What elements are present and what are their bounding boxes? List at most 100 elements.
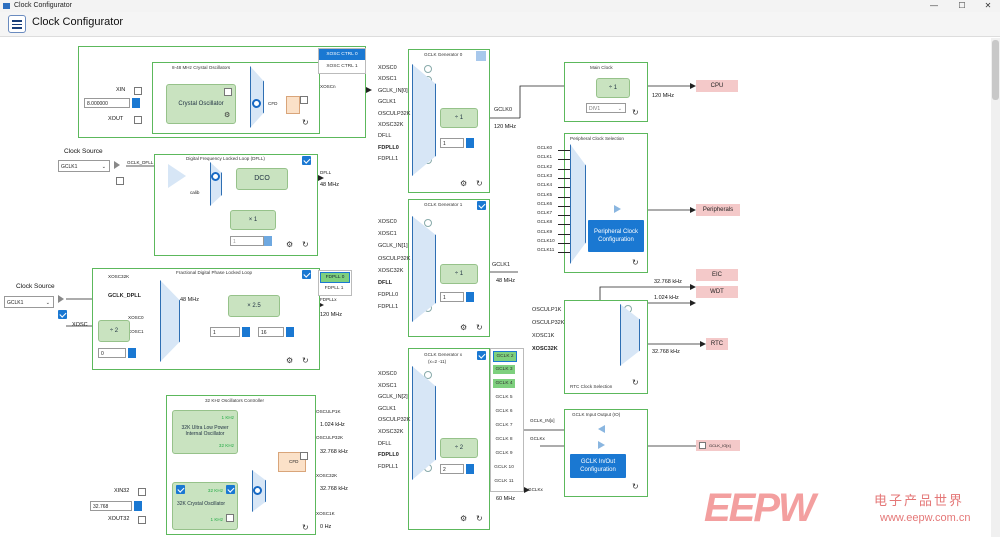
osc32-mux-select[interactable] [253,486,262,495]
gclk-io-pin-checkbox[interactable] [699,441,706,449]
ulp-1k-label: 1 KHz [221,415,234,420]
fdpll-div-spinner[interactable] [128,348,136,358]
periph-input-label: GCLK5 [537,191,553,197]
gclkx-list-item[interactable]: GCLK 3 [493,365,515,374]
gclk0-gear-icon[interactable]: ⚙ [460,179,468,188]
osc32-frequency-input[interactable]: 32.768 [90,501,132,511]
fdpll-xosc1-label: XOSC1 [128,329,144,334]
fdpll-0-tab[interactable]: FDPLL 0 [320,272,350,283]
gclk1-input-radio[interactable] [424,219,432,227]
gclkx-list-item[interactable]: GCLK 11 [494,479,514,484]
maximize-button[interactable]: ☐ [958,1,966,10]
cfd-switch[interactable] [286,96,300,114]
dfll-gear-icon[interactable]: ⚙ [286,240,294,249]
vertical-scrollbar[interactable] [991,38,1000,537]
gclk-io-out-label: GCLKx [530,436,545,441]
gclk1-enable-checkbox[interactable] [477,201,486,210]
gclk1-div-spinner[interactable] [466,292,474,302]
close-button[interactable]: ✕ [984,1,992,10]
gclk0-input-label: FDPLL1 [378,156,399,163]
gclkx-list-item[interactable]: GCLK 6 [495,409,513,414]
xosc-reset-icon[interactable]: ↻ [302,118,309,127]
fdpll-gear-icon[interactable]: ⚙ [286,356,294,365]
fdpll-div-input[interactable]: 0 [98,348,126,358]
fdpll-clock-source-select[interactable]: GCLK1⌄ [4,296,54,308]
fdpll-mult-frac-spinner[interactable] [286,327,294,337]
scrollbar-thumb[interactable] [992,40,999,100]
periph-input-line [558,150,570,151]
xosc32k-freq: 32.768 kHz [320,486,348,492]
osculp32k-freq: 32.768 kHz [320,449,348,455]
xout32-pin-checkbox[interactable] [138,516,146,524]
gclkx-input-radio[interactable] [424,371,432,379]
osc32-cfd-block[interactable]: CFD [278,452,306,472]
main-clock-div-select[interactable]: DIV1⌄ [586,103,626,113]
gclk0-div-input[interactable]: 1 [440,138,464,148]
osc32-cfd-label: CFD [289,459,299,464]
gclkx-list-item[interactable]: GCLK 2 [493,351,517,362]
main-clock-reset-icon[interactable]: ↻ [632,108,639,117]
xosc-frequency-input[interactable]: 8.000000 [84,98,130,108]
crystal32k-enable-checkbox[interactable] [176,485,185,494]
fdpll-1-tab[interactable]: FDPLL 1 [324,286,344,291]
osc32-reset-icon[interactable]: ↻ [302,523,309,532]
gclkx-reset-icon[interactable]: ↻ [476,514,483,523]
periph-input-label: GCLK9 [537,228,553,234]
crystal32k-1k-checkbox[interactable] [226,514,234,522]
fdpll-mult-frac-input[interactable]: 16 [258,327,284,337]
gclk1-reset-icon[interactable]: ↻ [476,323,483,332]
fdpll-source-checkbox[interactable] [58,310,67,319]
gclkx-enable-checkbox[interactable] [477,351,486,360]
osc32-cfd-checkbox[interactable] [300,452,308,460]
dfll-reset-icon[interactable]: ↻ [302,240,309,249]
crystal-enable-checkbox[interactable] [224,88,232,96]
gclk0-input-radio[interactable] [424,65,432,73]
xout-pin-checkbox[interactable] [134,116,142,124]
fdpll-mult-int-spinner[interactable] [242,327,250,337]
rtc-input-label: XOSC32K [532,346,558,352]
gclk-in-out-configuration-button[interactable]: GCLK In/Out Configuration [570,454,626,478]
dfll-source-checkbox[interactable] [116,177,124,185]
dfll-mult-spinner[interactable] [264,236,272,246]
gclkx-list-item[interactable]: GCLK 4 [493,379,515,388]
dfll-enable-checkbox[interactable] [302,156,311,165]
periph-input-line [558,243,570,244]
crystal32k-32k-checkbox[interactable] [226,485,235,494]
gclk1-div-input[interactable]: 1 [440,292,464,302]
app-header [0,12,1000,37]
gclk1-gear-icon[interactable]: ⚙ [460,323,468,332]
xosc-ctrl-1-tab[interactable]: XOSC CTRL 1 [326,64,358,69]
xin32-pin-checkbox[interactable] [138,488,146,496]
gclk0-enable-checkbox[interactable] [476,51,486,61]
gclk-io-reset-icon[interactable]: ↻ [632,482,639,491]
gclk1-title: GCLK Generator 1 [424,202,463,207]
dfll-clock-source-select[interactable]: GCLK1⌄ [58,160,110,172]
gclkx-list-item[interactable]: GCLK 10 [494,465,514,470]
periph-reset-icon[interactable]: ↻ [632,258,639,267]
dfll-mult-input[interactable]: 1 [230,236,264,246]
dfll-mux-select[interactable] [211,172,220,181]
peripheral-clock-configuration-button[interactable]: Peripheral Clock Configuration [588,220,644,252]
fdpll-mult-int-input[interactable]: 1 [210,327,240,337]
rtc-reset-icon[interactable]: ↻ [632,378,639,387]
gclk0-div-spinner[interactable] [466,138,474,148]
gclkx-gear-icon[interactable]: ⚙ [460,514,468,523]
gclkx-list-item[interactable]: GCLK 7 [495,423,513,428]
fdpll-reset-icon[interactable]: ↻ [302,356,309,365]
xosc-mux-select[interactable] [252,99,261,108]
xosc-frequency-spinner[interactable] [132,98,140,108]
gclkx-list-item[interactable]: GCLK 9 [495,451,513,456]
gclkx-list-item[interactable]: GCLK 5 [495,395,513,400]
minimize-button[interactable]: — [930,1,938,10]
crystal-gear-icon[interactable]: ⚙ [224,112,231,119]
gclkx-div-input[interactable]: 2 [440,464,464,474]
gclkx-list-item[interactable]: GCLK 8 [495,437,513,442]
xin-pin-checkbox[interactable] [134,87,142,95]
fdpll-enable-checkbox[interactable] [302,270,311,279]
cfd-enable-checkbox[interactable] [300,96,308,104]
xosc-ctrl-0-tab[interactable]: XOSC CTRL 0 [319,49,365,60]
gclkx-div-spinner[interactable] [466,464,474,474]
osc32-frequency-spinner[interactable] [134,501,142,511]
hamburger-menu-button[interactable] [8,15,26,33]
gclk0-reset-icon[interactable]: ↻ [476,179,483,188]
